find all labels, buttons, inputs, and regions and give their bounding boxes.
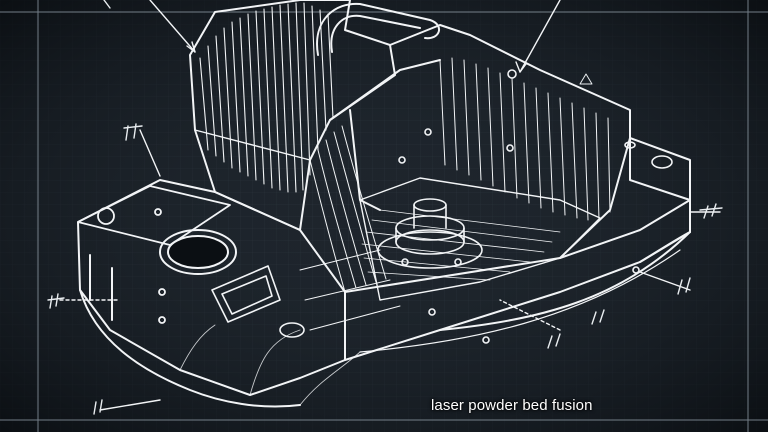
wall-ribs <box>199 2 334 193</box>
left-flange <box>77 185 231 324</box>
detail-arcs <box>179 324 361 406</box>
rect-pocket <box>211 265 281 323</box>
caption-label: laser powder bed fusion <box>431 397 593 414</box>
annotation-marks <box>47 0 723 415</box>
bolt-holes <box>279 69 673 344</box>
housing <box>77 137 691 408</box>
leader-lines <box>59 0 721 411</box>
inner-curved-ribs <box>299 125 401 331</box>
back-ribs <box>439 57 611 221</box>
top-handle <box>316 2 440 56</box>
central-boss <box>377 198 483 269</box>
large-bore <box>159 229 237 275</box>
